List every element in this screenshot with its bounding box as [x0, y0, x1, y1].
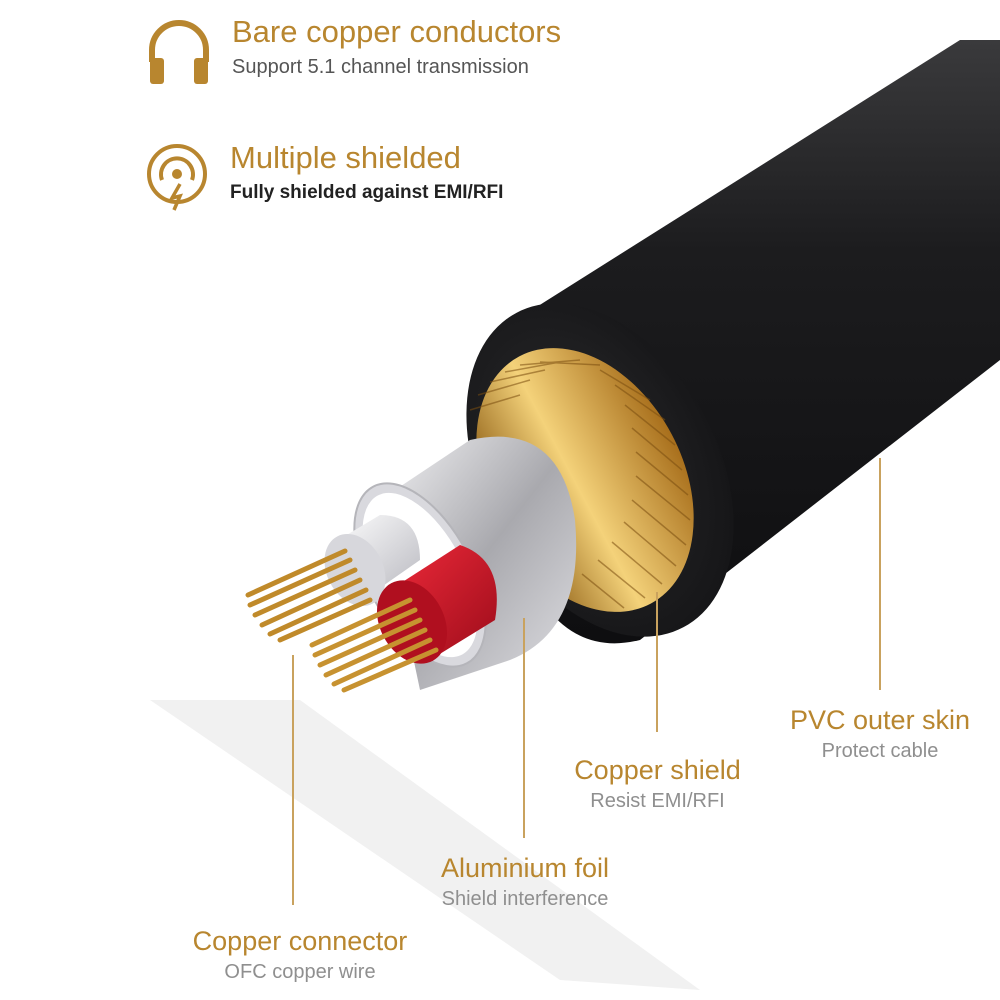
copper-strands-right	[309, 597, 439, 693]
floor-shadow	[150, 700, 700, 990]
feature-subtitle: Support 5.1 channel transmission	[232, 55, 529, 78]
label-aluminium-foil: Aluminium foil Shield interference	[425, 853, 625, 911]
layer-subtitle: Protect cable	[821, 740, 939, 763]
label-copper-connector: Copper connector OFC copper wire	[180, 926, 420, 984]
layer-title: Copper connector	[192, 926, 408, 956]
leader-line-foil	[523, 618, 525, 838]
layer-title: PVC outer skin	[790, 705, 971, 735]
layer-subtitle: Shield interference	[441, 888, 609, 911]
layer-subtitle: Resist EMI/RFI	[590, 790, 725, 813]
leader-line-copper-shield	[656, 592, 658, 732]
copper-strands-left	[245, 548, 373, 643]
feature-subtitle: Fully shielded against EMI/RFI	[230, 181, 504, 203]
headphones-icon	[149, 20, 209, 84]
leader-line-pvc	[879, 458, 881, 690]
layer-title: Aluminium foil	[440, 853, 610, 883]
label-pvc-outer-skin: PVC outer skin Protect cable	[790, 705, 970, 763]
shield-signal-icon	[147, 144, 207, 211]
label-copper-shield: Copper shield Resist EMI/RFI	[565, 755, 750, 813]
leader-line-connector	[292, 655, 294, 905]
layer-subtitle: OFC copper wire	[224, 961, 376, 984]
feature-multiple-shielded: Multiple shielded Fully shielded against…	[140, 140, 503, 214]
layer-title: Copper shield	[574, 755, 741, 785]
feature-bare-copper: Bare copper conductors Support 5.1 chann…	[142, 14, 561, 88]
feature-title: Multiple shielded	[230, 140, 461, 175]
feature-title: Bare copper conductors	[232, 14, 562, 49]
